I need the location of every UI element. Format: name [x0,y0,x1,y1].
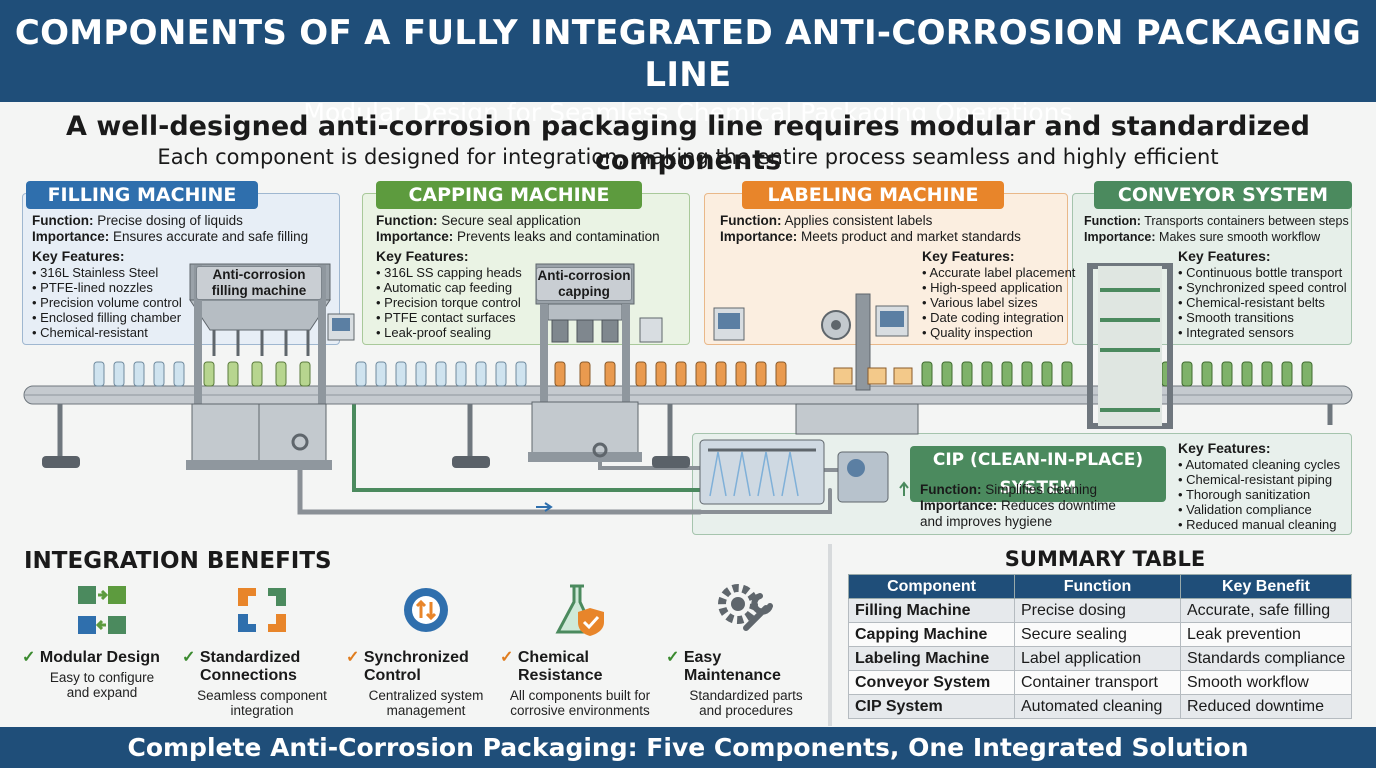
wrench-gear-icon [718,584,773,631]
table-header: Component [848,574,1015,599]
intro-headline: A well-designed anti-corrosion packaging… [66,111,1310,176]
benefit-title: Standardized [199,649,301,666]
labeling-features: Key Features: Accurate label placement H… [922,248,1075,340]
feature-item: Reduced manual cleaning [1178,517,1340,532]
benefit-title: Modular Design [39,649,160,666]
filling-title: FILLING MACHINE [26,181,258,209]
conveyor-importance: Importance: Makes sure smooth workflow [1084,230,1321,244]
feature-item: Thorough sanitization [1178,487,1340,502]
cip-importance: Importance: Reduces downtime [920,498,1116,513]
summary-title: SUMMARY TABLE [1004,547,1206,571]
feature-item: Quality inspection [922,325,1075,340]
feature-item: PTFE contact surfaces [376,310,522,325]
feature-item: Smooth transitions [1178,310,1347,325]
conveyor-features: Key Features: Continuous bottle transpor… [1178,248,1347,340]
filling-importance: Importance: Ensures accurate and safe fi… [32,229,309,244]
modular-icon [78,586,126,634]
capping-title: CAPPING MACHINE [376,181,642,209]
cip-title: CIP (CLEAN-IN-PLACE) SYSTEM [910,446,1166,502]
feature-item: Precision torque control [376,295,522,310]
feature-item: Continuous bottle transport [1178,265,1347,280]
benefit-title: Easy [683,649,722,666]
filling-machine-tag: Anti-corrosion filling machine [196,266,322,300]
labeling-importance: Importance: Meets product and market sta… [720,229,1021,244]
feature-item: Leak-proof sealing [376,325,522,340]
capping-machine-tag: Anti-corrosion capping [536,267,632,301]
feature-item: Accurate label placement [922,265,1075,280]
feature-item: 316L Stainless Steel [32,265,182,280]
benefit-title: Synchronized [363,649,469,666]
labeling-title: LABELING MACHINE [742,181,1004,209]
feature-item: Chemical-resistant [32,325,182,340]
table-header-row: Component Function Key Benefit [848,574,1352,599]
feature-item: Chemical-resistant belts [1178,295,1347,310]
section-divider [828,544,832,726]
cip-unit [699,439,909,505]
feature-item: Chemical-resistant piping [1178,472,1340,487]
table-header: Key Benefit [1180,574,1352,599]
check-icon: ✓ [666,649,680,666]
conveyor-title: CONVEYOR SYSTEM [1094,181,1352,209]
check-icon: ✓ [22,649,36,666]
conveyor-lift-structure [1087,263,1173,429]
feature-item: Automatic cap feeding [376,280,522,295]
feature-item: 316L SS capping heads [376,265,522,280]
summary-table: Component Function Key Benefit Filling M… [848,574,1352,719]
page-subtitle: Modular Design for Seamless Chemical Pac… [303,98,1073,127]
feature-item: High-speed application [922,280,1075,295]
feature-item: Various label sizes [922,295,1075,310]
table-header: Function [1014,574,1181,599]
conveyor-legs [57,404,1333,460]
labeling-function: Function: Applies consistent labels [720,213,933,228]
labeling-machine [713,293,919,435]
feature-item: PTFE-lined nozzles [32,280,182,295]
check-icon: ✓ [182,649,196,666]
flow-arrow-icon [536,502,553,512]
check-icon: ✓ [500,649,514,666]
cip-function: Function: Simplifies cleaning [920,482,1098,497]
feature-item: Enclosed filling chamber [32,310,182,325]
conveyor-function: Function: Transports containers between … [1084,214,1349,228]
feature-item: Precision volume control [32,295,182,310]
cip-importance-cont: and improves hygiene [920,514,1053,529]
integration-title: INTEGRATION BENEFITS [24,548,332,574]
footer-banner: Complete Anti-Corrosion Packaging: Five … [0,727,1376,768]
page-title: COMPONENTS OF A FULLY INTEGRATED ANTI-CO… [14,13,1362,95]
filling-function: Function: Precise dosing of liquids [32,213,243,228]
flask-shield-icon [555,584,604,636]
feature-item: Integrated sensors [1178,325,1347,340]
benefit-title: Chemical [517,649,589,666]
check-icon: ✓ [346,649,360,666]
intro-subline: Each component is designed for integrati… [157,145,1219,169]
capping-importance: Importance: Prevents leaks and contamina… [376,229,660,244]
feature-item: Automated cleaning cycles [1178,457,1340,472]
feature-item: Synchronized speed control [1178,280,1346,295]
feature-item: Validation compliance [1178,502,1340,517]
sync-gear-icon [404,588,448,632]
conveyor-belt [23,385,1353,405]
feature-item: Date coding integration [922,310,1075,325]
connections-icon [238,588,286,632]
header-banner: COMPONENTS OF A FULLY INTEGRATED ANTI-CO… [0,0,1376,127]
cip-features: Key Features: Automated cleaning cycles … [1178,440,1340,532]
filling-features: Key Features: 316L Stainless Steel PTFE-… [32,248,182,340]
capping-features: Key Features: 316L SS capping heads Auto… [376,248,522,340]
capping-function: Function: Secure seal application [376,213,581,228]
integration-section [0,542,828,726]
